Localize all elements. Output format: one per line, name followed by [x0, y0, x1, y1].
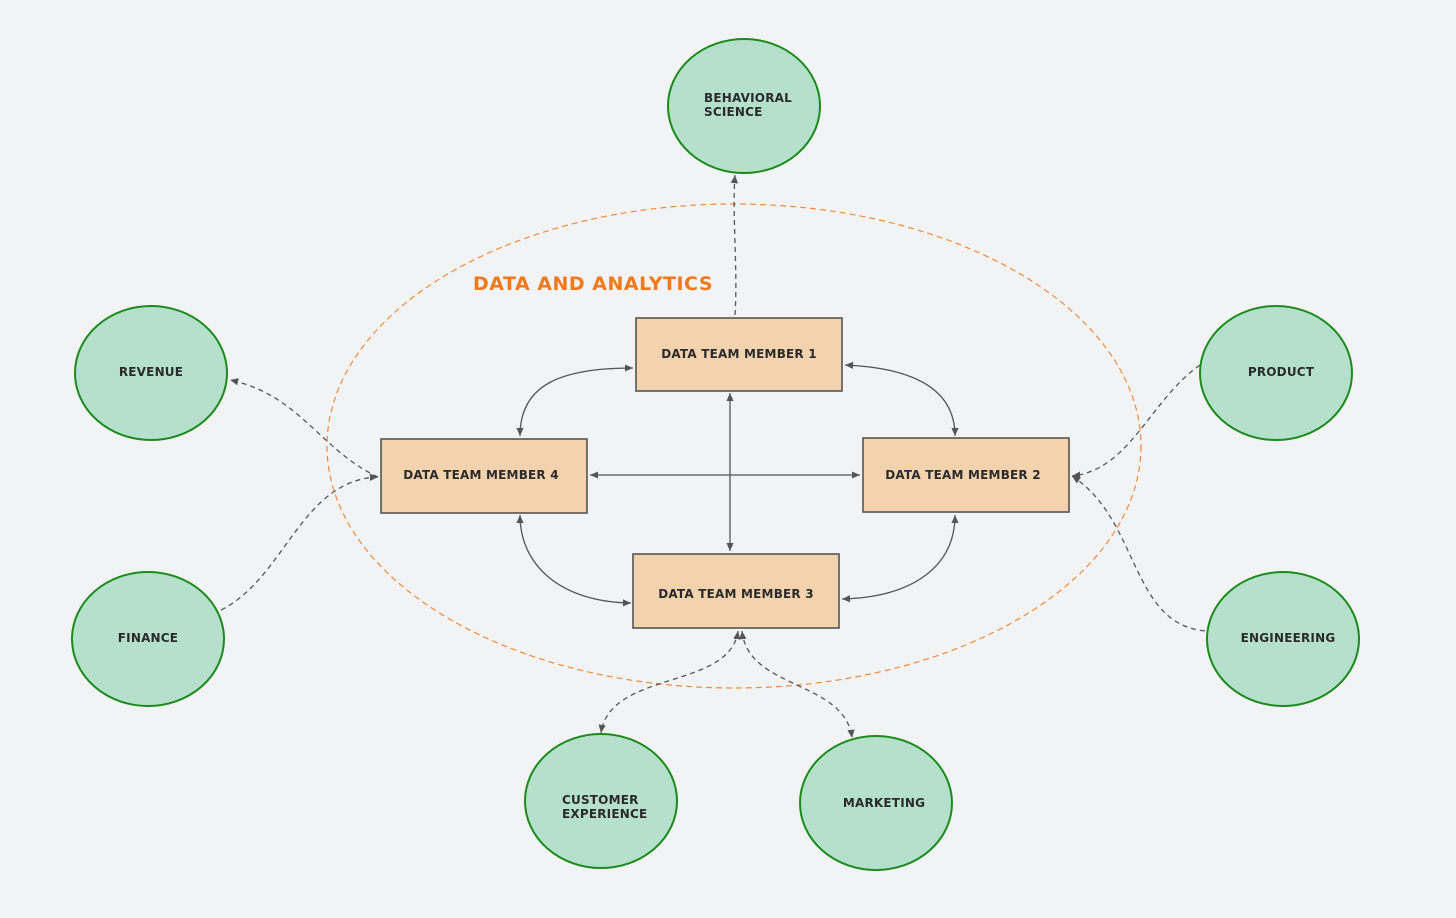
connector-product — [1071, 364, 1201, 479]
partner-marketing-label: MARKETING — [843, 796, 925, 810]
partner-revenue[interactable]: REVENUE — [74, 305, 228, 441]
connector-behavioral-science — [730, 174, 739, 316]
connector-marketing — [739, 630, 855, 739]
team-member-3-label: DATA TEAM MEMBER 3 — [658, 587, 814, 601]
partner-product-label: PRODUCT — [1248, 365, 1315, 379]
partner-behavioral-science-label: BEHAVIORAL SCIENCE — [704, 91, 796, 119]
team-member-1-label: DATA TEAM MEMBER 1 — [661, 347, 817, 361]
team-member-4-label: DATA TEAM MEMBER 4 — [403, 468, 559, 482]
team-member-3[interactable]: DATA TEAM MEMBER 3 — [632, 553, 840, 629]
partner-behavioral-science-circle — [667, 38, 821, 174]
partner-revenue-circle — [74, 305, 228, 441]
boundary-title: DATA AND ANALYTICS — [473, 273, 713, 295]
partner-customer-experience-circle — [524, 733, 678, 869]
partner-product[interactable]: PRODUCT — [1199, 305, 1353, 441]
connector-engineering — [1071, 475, 1207, 632]
partner-marketing-circle — [799, 735, 953, 871]
connector-customer-experience — [598, 630, 741, 734]
team-member-4-box — [380, 438, 588, 514]
partner-finance-label: FINANCE — [118, 631, 178, 645]
team-connectors — [516, 361, 959, 607]
partner-revenue-label: REVENUE — [119, 365, 183, 379]
team-member-2-label: DATA TEAM MEMBER 2 — [885, 468, 1041, 482]
partner-connectors — [218, 174, 1207, 739]
connector-finance — [218, 473, 379, 612]
connector-revenue — [229, 378, 379, 478]
team-member-2-box — [862, 437, 1070, 513]
connector-m4-m3 — [516, 514, 632, 607]
partner-finance-circle — [71, 571, 225, 707]
team-member-1[interactable]: DATA TEAM MEMBER 1 — [635, 317, 843, 392]
connector-m1-m4 — [516, 364, 634, 437]
partner-engineering-circle — [1206, 571, 1360, 707]
partner-customer-experience[interactable]: CUSTOMER EXPERIENCE — [524, 733, 678, 869]
partner-marketing[interactable]: MARKETING — [799, 735, 953, 871]
connector-m1-m2 — [844, 361, 959, 437]
team-member-3-box — [632, 553, 840, 629]
partner-product-circle — [1199, 305, 1353, 441]
team-member-1-box — [635, 317, 843, 392]
team-member-4[interactable]: DATA TEAM MEMBER 4 — [380, 438, 588, 514]
partner-engineering-label: ENGINEERING — [1241, 631, 1336, 645]
partner-behavioral-science[interactable]: BEHAVIORAL SCIENCE — [667, 38, 821, 174]
team-member-2[interactable]: DATA TEAM MEMBER 2 — [862, 437, 1070, 513]
partner-finance[interactable]: FINANCE — [71, 571, 225, 707]
partner-customer-experience-label: CUSTOMER EXPERIENCE — [562, 793, 647, 821]
connector-m2-m3 — [841, 514, 959, 603]
partner-engineering[interactable]: ENGINEERING — [1206, 571, 1360, 707]
